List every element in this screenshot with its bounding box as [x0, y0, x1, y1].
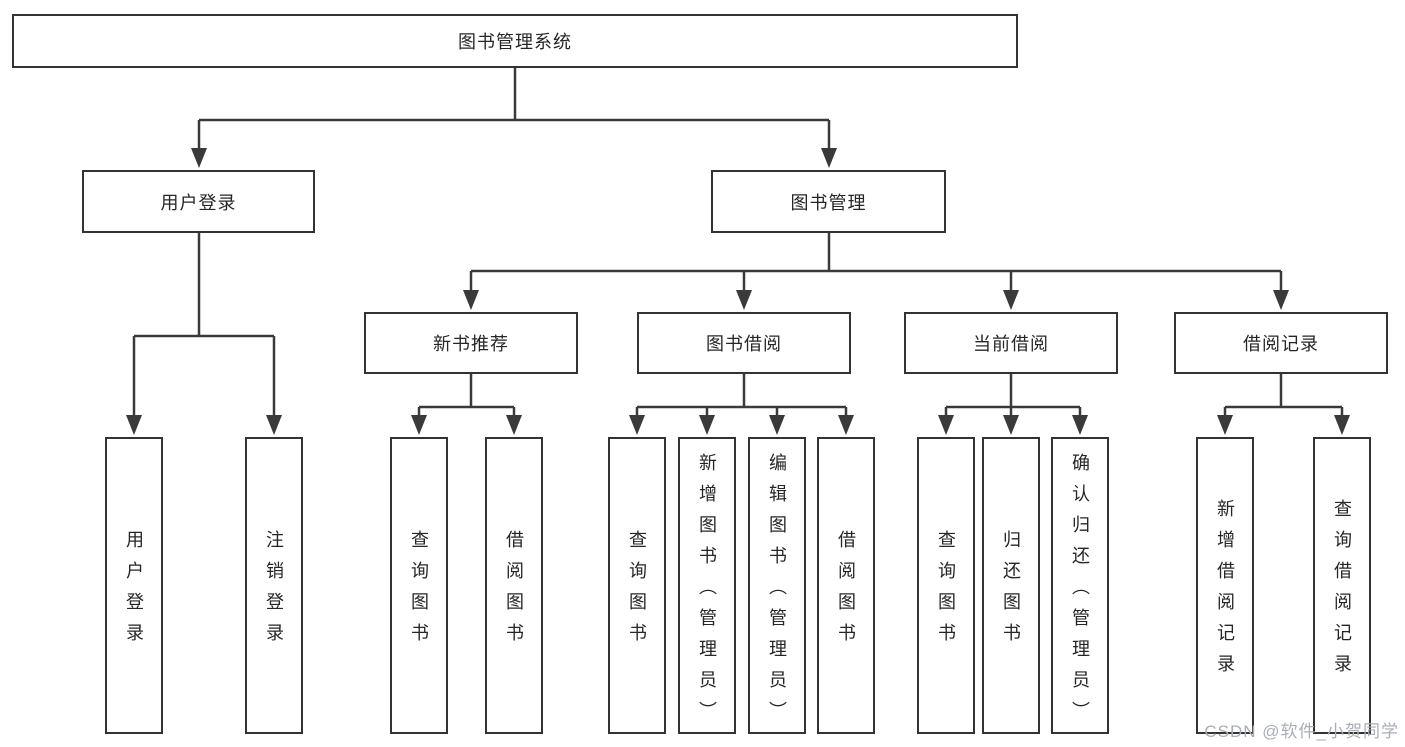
leaf-borrow-query-books: 查询图书 — [608, 437, 666, 734]
node-label: 当前借阅 — [973, 334, 1049, 354]
node-label: 查询图书 — [409, 530, 429, 654]
node-label: 新增图书（管理员） — [697, 452, 717, 732]
leaf-current-query-books: 查询图书 — [917, 437, 975, 734]
connector-current-borrow — [938, 374, 1088, 435]
node-book-borrow: 图书借阅 — [637, 312, 851, 374]
node-label: 新书推荐 — [433, 334, 509, 354]
node-label: 图书管理 — [790, 192, 867, 213]
leaf-borrow-borrow-books: 借阅图书 — [817, 437, 875, 734]
node-label: 用户登录 — [124, 530, 144, 654]
node-label: 查询图书 — [936, 530, 956, 654]
node-label: 借阅图书 — [836, 530, 856, 654]
node-new-book-recommend: 新书推荐 — [364, 312, 578, 374]
connector-borrow-records — [1217, 374, 1350, 435]
leaf-borrow-add-books-admin: 新增图书（管理员） — [678, 437, 736, 734]
leaf-recommend-borrow-books: 借阅图书 — [485, 437, 543, 734]
node-label: 确认归还（管理员） — [1070, 452, 1090, 732]
node-root-library-system: 图书管理系统 — [12, 14, 1018, 68]
node-current-borrow: 当前借阅 — [904, 312, 1118, 374]
node-label: 查询图书 — [627, 530, 647, 654]
node-user-login: 用户登录 — [82, 170, 315, 233]
node-label: 查询借阅记录 — [1332, 499, 1352, 685]
connector-new-book-recommend — [411, 374, 522, 435]
connector-user-login — [126, 233, 282, 435]
connector-book-borrow — [629, 374, 854, 435]
leaf-records-query-record: 查询借阅记录 — [1313, 437, 1371, 734]
node-label: 归还图书 — [1001, 530, 1021, 654]
csdn-watermark: CSDN @软件_小贺同学 — [1204, 722, 1399, 741]
node-label: 图书管理系统 — [458, 32, 572, 52]
node-book-management: 图书管理 — [711, 170, 946, 233]
node-label: 借阅图书 — [504, 530, 524, 654]
node-label: 借阅记录 — [1243, 334, 1319, 354]
leaf-logout: 注销登录 — [245, 437, 303, 734]
node-label: 编辑图书（管理员） — [767, 452, 787, 732]
node-label: 新增借阅记录 — [1215, 499, 1235, 685]
node-label: 图书借阅 — [706, 334, 782, 354]
leaf-user-login: 用户登录 — [105, 437, 163, 734]
node-label: 注销登录 — [264, 530, 284, 654]
leaf-current-confirm-return-admin: 确认归还（管理员） — [1051, 437, 1109, 734]
leaf-recommend-query-books: 查询图书 — [390, 437, 448, 734]
leaf-current-return-books: 归还图书 — [982, 437, 1040, 734]
leaf-records-add-record: 新增借阅记录 — [1196, 437, 1254, 734]
node-label: 用户登录 — [160, 192, 237, 213]
connector-root — [191, 68, 837, 168]
leaf-borrow-edit-books-admin: 编辑图书（管理员） — [748, 437, 806, 734]
node-borrow-records: 借阅记录 — [1174, 312, 1388, 374]
connector-book-management — [463, 233, 1289, 310]
